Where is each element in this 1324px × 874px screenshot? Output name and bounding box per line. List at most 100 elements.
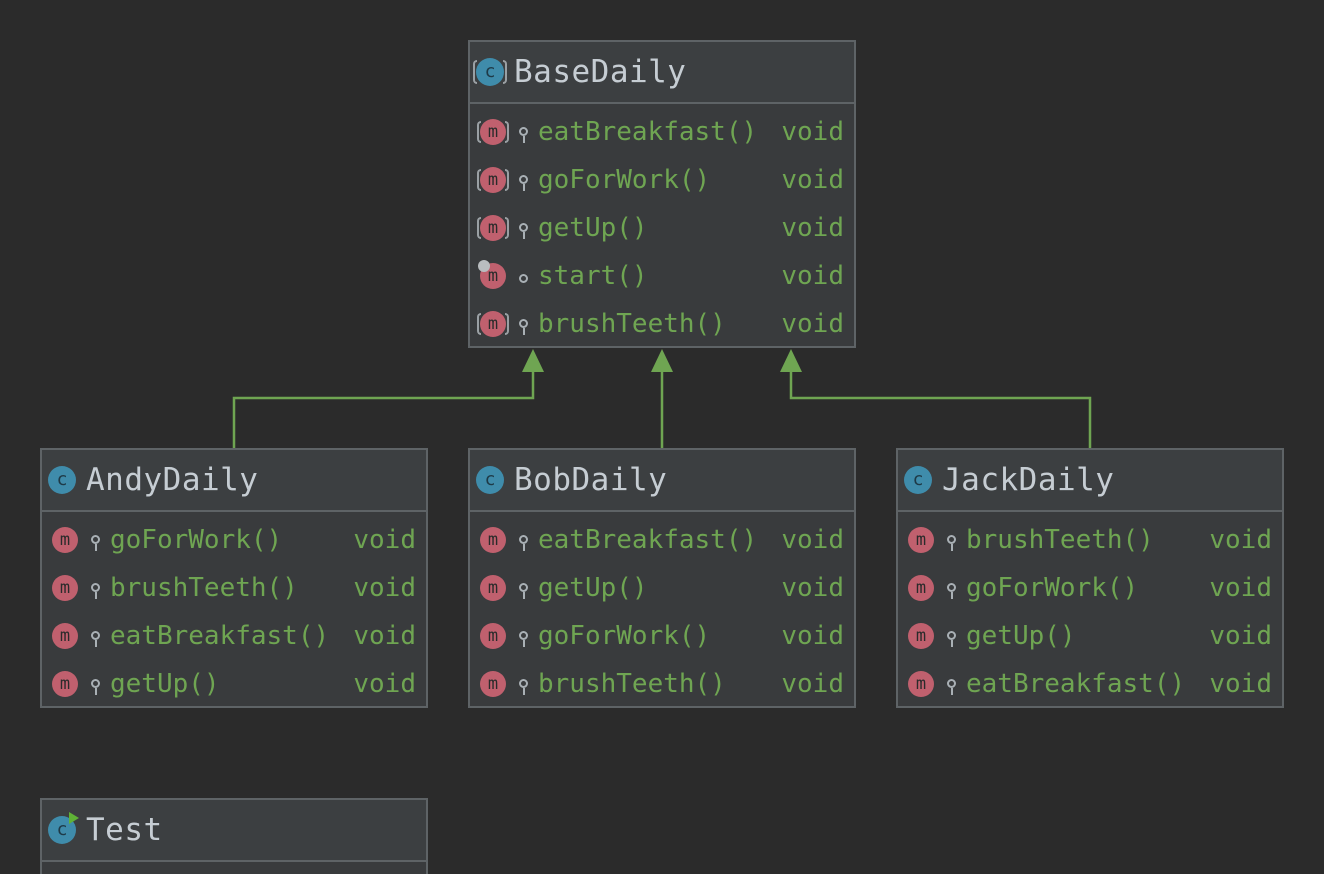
abstract-method-icon: m	[477, 215, 509, 241]
method-name: goForWork()	[110, 525, 283, 555]
method-row[interactable]: m brushTeeth() void	[42, 564, 426, 612]
method-row[interactable]: m getUp() void	[42, 660, 426, 708]
method-name: eatBreakfast()	[538, 525, 758, 555]
method-row[interactable]: m getUp() void	[898, 612, 1282, 660]
arrowhead-andy-extends	[522, 349, 544, 372]
package-visibility-icon	[938, 624, 964, 648]
class-header: c BaseDaily	[470, 42, 854, 104]
runnable-class-icon: c	[48, 812, 79, 844]
run-badge-icon	[69, 812, 79, 824]
class-name: BaseDaily	[514, 54, 687, 90]
method-return-type: void	[353, 573, 416, 603]
package-visibility-icon	[82, 576, 108, 600]
class-jackdaily[interactable]: c JackDaily m brushTeeth() void m goForW…	[896, 448, 1284, 708]
class-icon: c	[476, 466, 504, 494]
method-icon: m	[52, 527, 78, 553]
method-name: goForWork()	[966, 573, 1139, 603]
edge-andy-to-base	[232, 370, 535, 448]
method-icon: m	[478, 260, 506, 289]
method-return-type: void	[1209, 573, 1272, 603]
method-name: goForWork()	[538, 621, 711, 651]
method-name: goForWork()	[538, 165, 711, 195]
method-return-type: void	[353, 525, 416, 555]
package-visibility-icon	[510, 528, 536, 552]
method-icon: m	[480, 623, 506, 649]
method-name: getUp()	[966, 621, 1076, 651]
package-visibility-icon	[510, 576, 536, 600]
edge-jack-to-base	[789, 370, 1092, 448]
method-row[interactable]: m goForWork() void	[42, 516, 426, 564]
method-row[interactable]: m goForWork() void	[470, 612, 854, 660]
package-visibility-icon	[510, 120, 536, 144]
method-row[interactable]: m brushTeeth() void	[898, 516, 1282, 564]
method-return-type: void	[1209, 621, 1272, 651]
method-icon: m	[908, 575, 934, 601]
override-marker-icon	[478, 260, 490, 272]
method-list: m brushTeeth() void m goForWork() void m…	[898, 512, 1282, 708]
abstract-method-icon: m	[477, 167, 509, 193]
method-row[interactable]: m eatBreakfast() void	[470, 516, 854, 564]
method-name: brushTeeth()	[966, 525, 1154, 555]
method-icon: m	[52, 623, 78, 649]
package-visibility-icon	[510, 624, 536, 648]
method-row[interactable]: m getUp() void	[470, 564, 854, 612]
package-visibility-icon	[82, 672, 108, 696]
class-name: JackDaily	[942, 462, 1115, 498]
package-visibility-icon	[82, 528, 108, 552]
method-row[interactable]: m brushTeeth() void	[470, 300, 854, 348]
method-name: brushTeeth()	[110, 573, 298, 603]
package-visibility-icon	[938, 576, 964, 600]
abstract-class-icon: c	[473, 58, 507, 86]
class-header: c BobDaily	[470, 450, 854, 512]
class-test[interactable]: c Test	[40, 798, 428, 874]
class-name: Test	[86, 812, 163, 848]
method-return-type: void	[781, 621, 844, 651]
method-name: getUp()	[110, 669, 220, 699]
class-name: BobDaily	[514, 462, 668, 498]
abstract-method-icon: m	[477, 119, 509, 145]
method-icon: m	[480, 671, 506, 697]
package-visibility-icon	[82, 624, 108, 648]
method-list: m eatBreakfast() void m goForWork() void…	[470, 104, 854, 348]
package-visibility-icon	[510, 168, 536, 192]
method-list: m eatBreakfast() void m getUp() void m g…	[470, 512, 854, 708]
package-visibility-icon	[510, 216, 536, 240]
method-return-type: void	[781, 669, 844, 699]
class-andydaily[interactable]: c AndyDaily m goForWork() void m brushTe…	[40, 448, 428, 708]
method-return-type: void	[1209, 525, 1272, 555]
class-basedaily[interactable]: c BaseDaily m eatBreakfast() void m goFo…	[468, 40, 856, 348]
method-list: m goForWork() void m brushTeeth() void m…	[42, 512, 426, 708]
method-name: eatBreakfast()	[966, 669, 1186, 699]
abstract-method-icon: m	[477, 311, 509, 337]
class-header: c Test	[42, 800, 426, 862]
arrowhead-bob-extends	[651, 349, 673, 372]
method-name: brushTeeth()	[538, 309, 726, 339]
method-row[interactable]: m eatBreakfast() void	[898, 660, 1282, 708]
method-name: eatBreakfast()	[538, 117, 758, 147]
arrowhead-jack-extends	[780, 349, 802, 372]
method-icon: m	[52, 575, 78, 601]
method-name: brushTeeth()	[538, 669, 726, 699]
method-return-type: void	[781, 573, 844, 603]
method-row[interactable]: m goForWork() void	[470, 156, 854, 204]
package-visibility-icon	[510, 312, 536, 336]
package-visibility-icon	[510, 672, 536, 696]
package-visibility-icon	[938, 672, 964, 696]
method-row[interactable]: m eatBreakfast() void	[470, 108, 854, 156]
method-row[interactable]: m eatBreakfast() void	[42, 612, 426, 660]
method-icon: m	[480, 575, 506, 601]
method-return-type: void	[781, 213, 844, 243]
class-bobdaily[interactable]: c BobDaily m eatBreakfast() void m getUp…	[468, 448, 856, 708]
method-row[interactable]: m brushTeeth() void	[470, 660, 854, 708]
method-return-type: void	[1209, 669, 1272, 699]
method-icon: m	[52, 671, 78, 697]
method-icon: m	[908, 671, 934, 697]
class-icon: c	[904, 466, 932, 494]
method-row[interactable]: m getUp() void	[470, 204, 854, 252]
method-icon: m	[908, 623, 934, 649]
method-row[interactable]: m start() void	[470, 252, 854, 300]
method-name: start()	[538, 261, 648, 291]
method-row[interactable]: m goForWork() void	[898, 564, 1282, 612]
method-return-type: void	[353, 669, 416, 699]
